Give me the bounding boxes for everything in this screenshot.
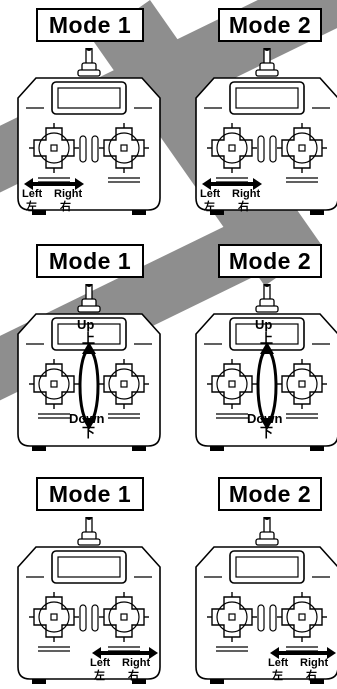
- mode-panel: Mode 2 Left Right 左 右: [192, 477, 337, 684]
- right-stick: [277, 359, 327, 419]
- down-label: Down: [69, 411, 105, 426]
- left-label: Left: [200, 188, 221, 200]
- center-slot: [79, 135, 87, 163]
- controller-foot: [32, 446, 46, 451]
- center-slot: [257, 604, 265, 632]
- center-slot: [91, 135, 99, 163]
- right-stick: [99, 359, 149, 419]
- right-cjk-label: 右: [306, 669, 317, 682]
- transmitter-drawing: [195, 284, 337, 451]
- left-right-arrow: [270, 647, 336, 659]
- right-stick: [99, 123, 149, 183]
- controller-handle-inner: [57, 556, 121, 578]
- center-slot: [257, 135, 265, 163]
- right-label: Right: [232, 188, 261, 200]
- controller-foot: [210, 679, 224, 684]
- right-label: Right: [300, 657, 329, 669]
- transmitter-drawing: [17, 517, 161, 684]
- right-label: Right: [54, 188, 83, 200]
- down-cjk-label: 下: [82, 426, 96, 441]
- mode-label: Mode 1: [36, 477, 144, 511]
- up-down-arrow: [256, 342, 278, 430]
- mode-label: Mode 2: [218, 244, 322, 278]
- controller-foot: [210, 210, 224, 215]
- antenna-tip: [86, 48, 92, 51]
- up-label: Up: [255, 317, 273, 332]
- center-slot: [79, 604, 87, 632]
- mode-label: Mode 2: [218, 477, 322, 511]
- up-label: Up: [77, 317, 95, 332]
- left-label: Left: [90, 657, 111, 669]
- antenna-tip: [264, 48, 270, 51]
- left-right-arrow: [202, 178, 262, 190]
- mode-label: Mode 1: [36, 8, 144, 42]
- left-label: Left: [268, 657, 289, 669]
- controller-foot: [310, 446, 324, 451]
- left-stick: [207, 592, 257, 652]
- center-slot: [91, 604, 99, 632]
- left-cjk-label: 左: [94, 669, 105, 682]
- transmitter-drawing: [17, 48, 161, 215]
- left-label: Left: [22, 188, 43, 200]
- left-cjk-label: 左: [204, 200, 215, 213]
- transmitter-drawing: [195, 48, 337, 215]
- antenna-mount: [77, 69, 101, 77]
- antenna-mount: [255, 305, 279, 313]
- antenna-mount: [255, 69, 279, 77]
- right-stick: [277, 123, 327, 183]
- controller-foot: [132, 446, 146, 451]
- antenna-mount: [255, 538, 279, 546]
- mode-panel: Mode 1 Left Right 左 右: [14, 477, 164, 684]
- up-cjk-label: 上: [260, 332, 274, 347]
- mode-panel: Mode 2 Left Right 左 右: [192, 8, 337, 215]
- right-label: Right: [122, 657, 151, 669]
- left-cjk-label: 左: [272, 669, 283, 682]
- controller-handle-inner: [235, 556, 299, 578]
- mode-label: Mode 2: [218, 8, 322, 42]
- up-down-arrow: [78, 342, 100, 430]
- center-slot: [269, 604, 277, 632]
- down-label: Down: [247, 411, 283, 426]
- left-right-arrow: [24, 178, 84, 190]
- left-right-arrow: [92, 647, 158, 659]
- controller-foot: [132, 210, 146, 215]
- down-cjk-label: 下: [260, 426, 274, 441]
- controller-handle-inner: [57, 87, 121, 109]
- up-cjk-label: 上: [82, 332, 96, 347]
- controller-foot: [32, 679, 46, 684]
- controller-foot: [210, 446, 224, 451]
- antenna-tip: [264, 517, 270, 520]
- right-cjk-label: 右: [238, 200, 249, 213]
- transmitter-drawing: [17, 284, 161, 451]
- left-stick: [29, 359, 79, 419]
- antenna-tip: [264, 284, 270, 287]
- right-cjk-label: 右: [60, 200, 71, 213]
- antenna-mount: [77, 538, 101, 546]
- mode-label: Mode 1: [36, 244, 144, 278]
- antenna-mount: [77, 305, 101, 313]
- antenna-tip: [86, 517, 92, 520]
- controller-foot: [310, 210, 324, 215]
- antenna-tip: [86, 284, 92, 287]
- left-stick: [29, 592, 79, 652]
- left-stick: [207, 359, 257, 419]
- left-cjk-label: 左: [26, 200, 37, 213]
- mode-panel: Mode 1 Left Right 左 右: [14, 8, 164, 215]
- controller-handle-inner: [235, 87, 299, 109]
- controller-foot: [32, 210, 46, 215]
- center-slot: [269, 135, 277, 163]
- right-cjk-label: 右: [128, 669, 139, 682]
